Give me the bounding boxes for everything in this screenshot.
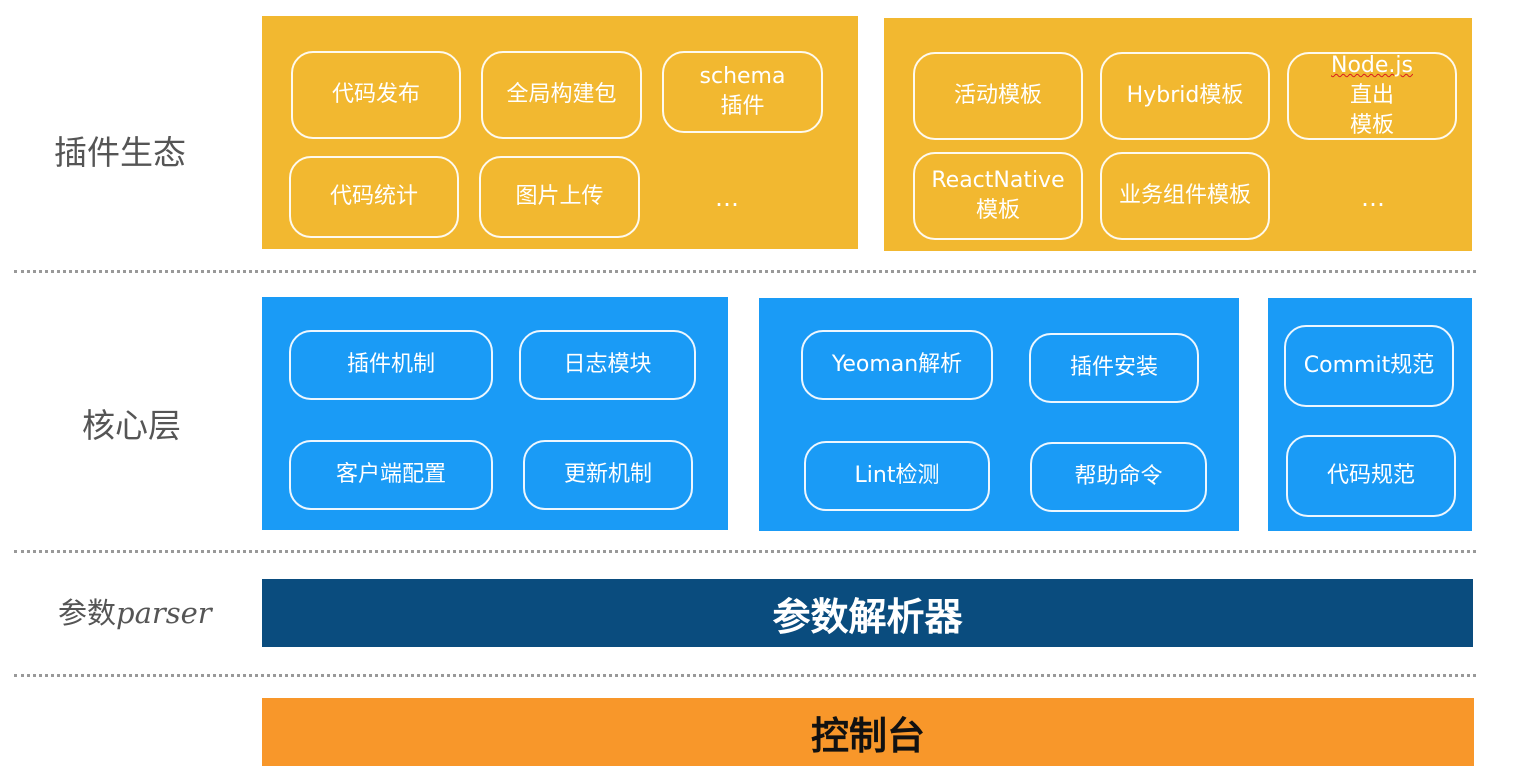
divider-2 [14, 550, 1476, 553]
core-update-mechanism: 更新机制 [523, 440, 693, 510]
core-yeoman-parse: Yeoman解析 [801, 330, 993, 400]
template-business-component: 业务组件模板 [1100, 152, 1270, 240]
plugin-code-stats: 代码统计 [289, 156, 459, 238]
template-hybrid: Hybrid模板 [1100, 52, 1270, 140]
core-panel-c: Commit规范 代码规范 [1268, 298, 1472, 531]
core-panel-a: 插件机制 日志模块 客户端配置 更新机制 [262, 297, 728, 530]
plugin-code-publish: 代码发布 [291, 51, 461, 139]
divider-3 [14, 674, 1476, 677]
param-parser-bar: 参数解析器 [262, 579, 1473, 647]
layer-label-param-prefix: 参数 [58, 596, 117, 630]
core-code-spec: 代码规范 [1286, 435, 1456, 517]
plugin-global-build-pack: 全局构建包 [481, 51, 642, 139]
core-plugin-install: 插件安装 [1029, 333, 1199, 403]
core-client-config: 客户端配置 [289, 440, 493, 510]
plugin-left-more: … [715, 184, 741, 212]
plugin-right-more: … [1361, 184, 1387, 212]
core-commit-spec: Commit规范 [1284, 325, 1454, 407]
template-activity: 活动模板 [913, 52, 1083, 140]
layer-label-param-parser: 参数parser [58, 590, 212, 632]
core-lint-check: Lint检测 [804, 441, 990, 511]
console-bar: 控制台 [262, 698, 1474, 766]
plugin-image-upload: 图片上传 [479, 156, 640, 238]
divider-1 [14, 270, 1476, 273]
core-plugin-mechanism: 插件机制 [289, 330, 493, 400]
layer-label-param-suffix: parser [116, 596, 212, 630]
core-help-command: 帮助命令 [1030, 442, 1207, 512]
layer-label-plugin-ecosystem: 插件生态 [54, 133, 186, 172]
core-log-module: 日志模块 [519, 330, 696, 400]
layer-label-core: 核心层 [82, 406, 181, 445]
core-panel-b: Yeoman解析 插件安装 Lint检测 帮助命令 [759, 298, 1239, 531]
